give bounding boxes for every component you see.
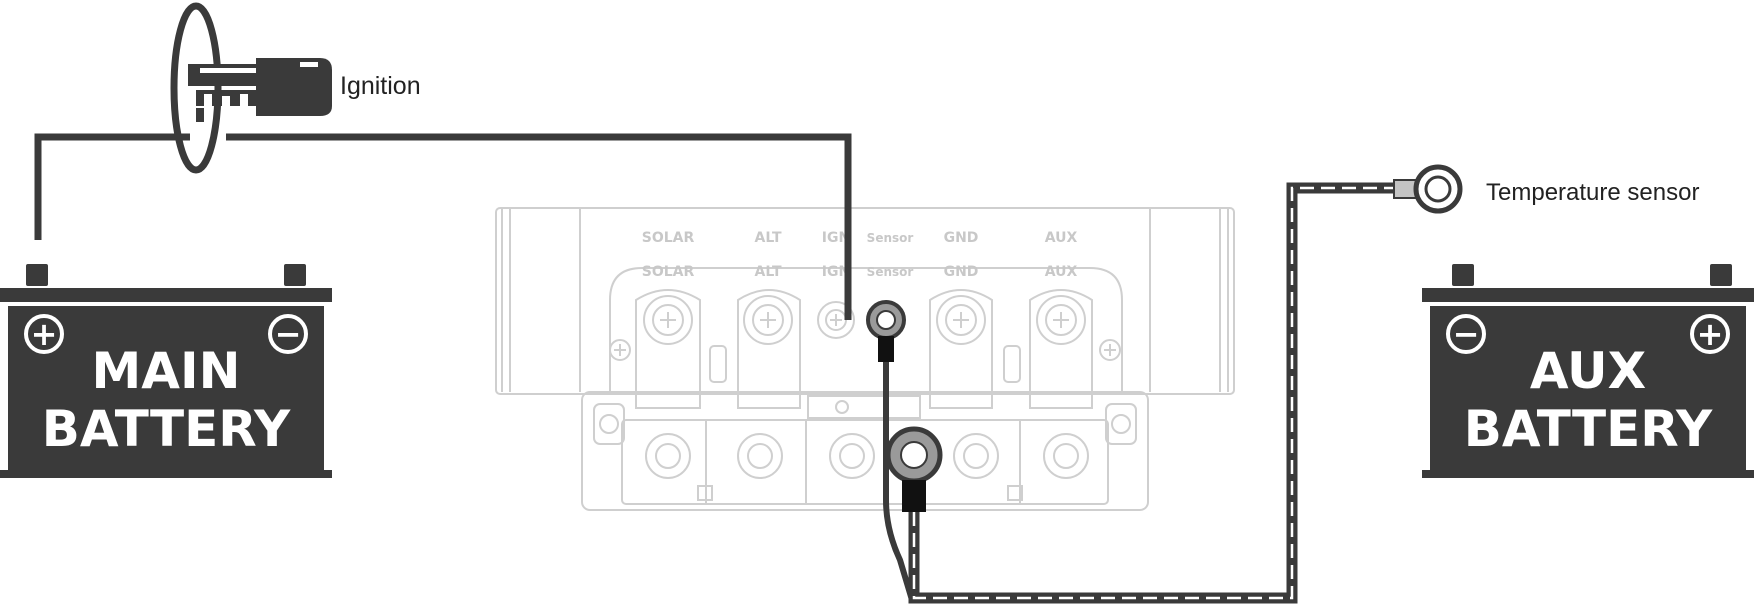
main-battery: + − MAIN BATTERY (0, 264, 332, 478)
label-aux-top: AUX (1045, 230, 1078, 246)
aux-battery-negative-icon: − (1446, 314, 1486, 354)
label-aux: AUX (1045, 264, 1078, 280)
label-gnd-top: GND (944, 230, 979, 246)
aux-battery-label-line2: BATTERY (1464, 400, 1713, 458)
ignition-label: Ignition (340, 72, 421, 100)
main-battery-label-line2: BATTERY (42, 400, 291, 458)
main-battery-negative-icon: − (268, 314, 308, 354)
svg-text:−: − (275, 315, 302, 353)
aux-battery: − + AUX BATTERY (1422, 264, 1754, 478)
temperature-sensor-icon (1393, 164, 1463, 214)
main-battery-positive-icon: + (24, 314, 64, 354)
ignition-to-ign-wire (226, 133, 852, 320)
label-alt: ALT (755, 264, 782, 280)
label-ign: IGN (822, 264, 850, 280)
ignition-wire (34, 133, 190, 240)
gnd-ring-terminal (885, 426, 943, 512)
sensor-terminal-connection (866, 300, 915, 601)
label-solar: SOLAR (642, 264, 695, 280)
dc-charger-device (495, 207, 1235, 511)
svg-text:+: + (1697, 315, 1724, 353)
device-terminal-labels: SOLAR ALT IGN Sensor GND AUX SOLAR ALT I… (642, 230, 1078, 280)
label-alt-top: ALT (755, 230, 782, 246)
label-ign-top: IGN (822, 230, 850, 246)
label-sensor-top: Sensor (867, 231, 914, 245)
svg-text:−: − (1453, 315, 1480, 353)
sensor-cable-dash (912, 186, 1396, 600)
ignition-key-icon (170, 2, 332, 174)
aux-battery-positive-icon: + (1690, 314, 1730, 354)
aux-battery-label-line1: AUX (1530, 342, 1646, 400)
svg-text:+: + (31, 315, 58, 353)
label-gnd: GND (944, 264, 979, 280)
temperature-sensor-label: Temperature sensor (1486, 179, 1699, 206)
main-battery-label-line1: MAIN (92, 342, 241, 400)
label-solar-top: SOLAR (642, 230, 695, 246)
label-sensor: Sensor (867, 265, 914, 279)
